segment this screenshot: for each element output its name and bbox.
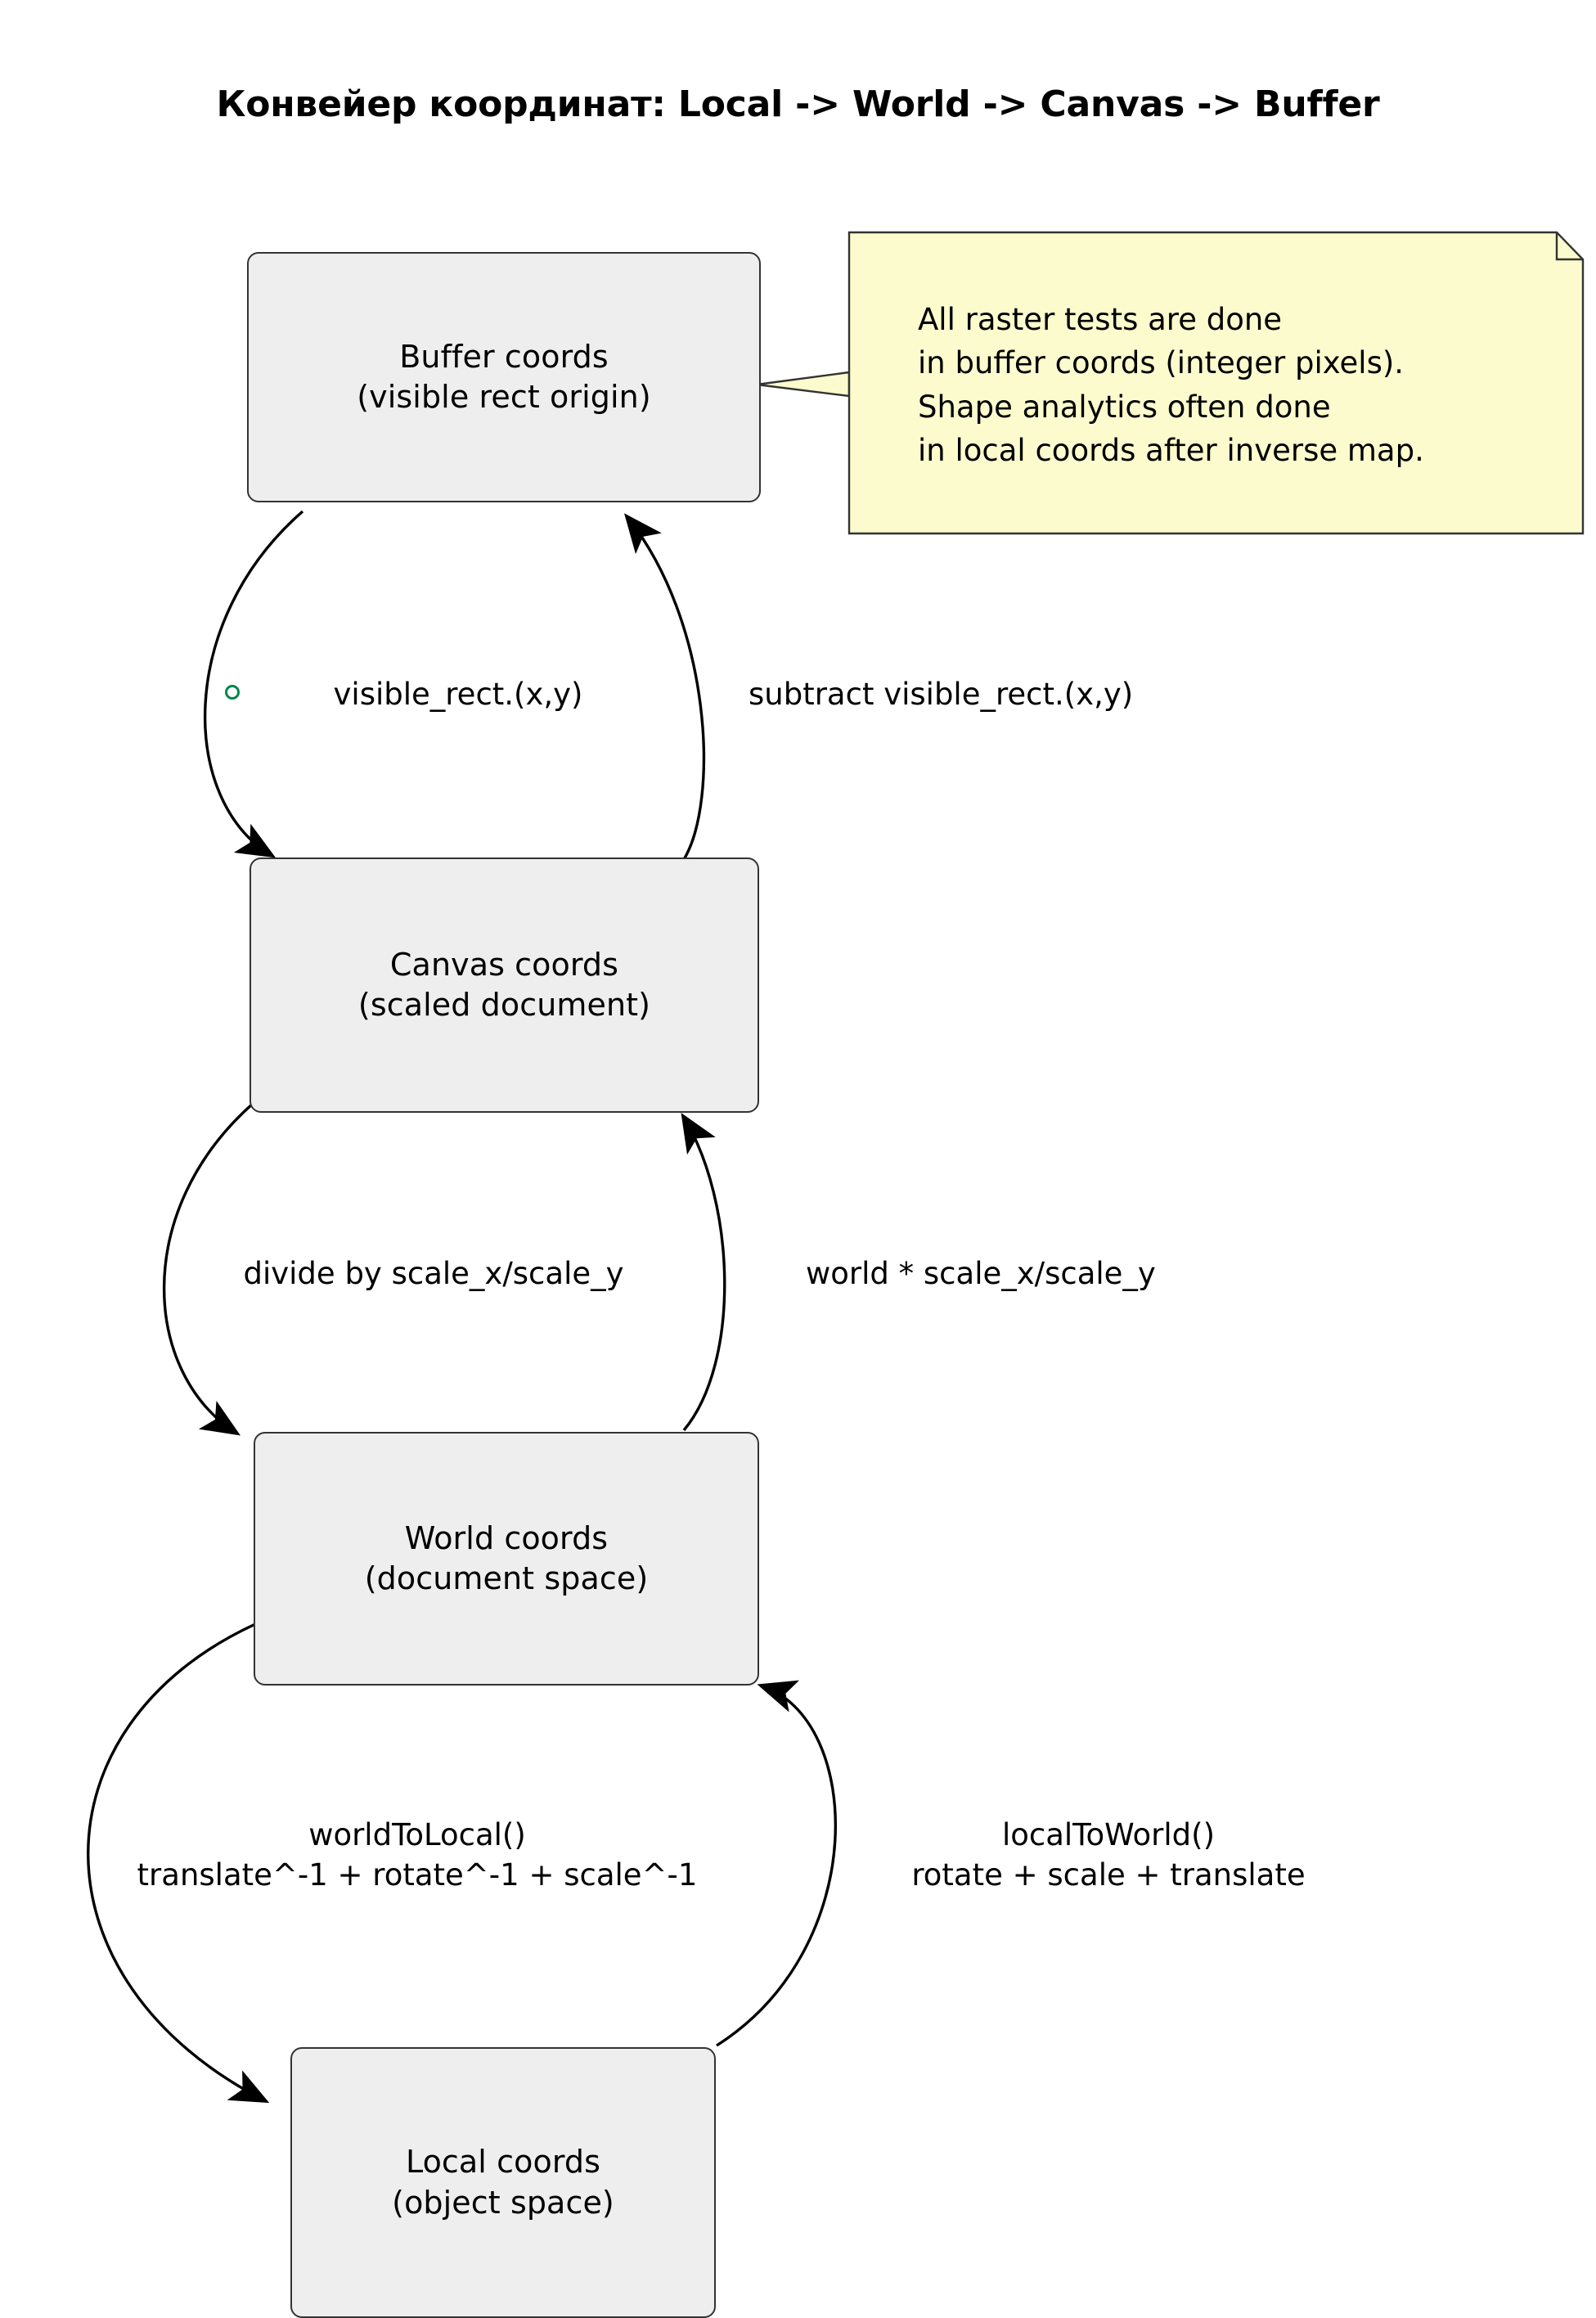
edge-label-local-to-world: localToWorld() rotate + scale + translat… (911, 1817, 1306, 1893)
edge-world-to-canvas (681, 1112, 726, 1432)
note-shape (847, 231, 1585, 535)
edge-world-to-local (87, 1623, 270, 2104)
node-buffer-coords[interactable]: Buffer coords (visible rect origin) (247, 252, 761, 502)
edge-local-to-world (716, 1680, 838, 2047)
node-canvas-coords-label: Canvas coords (scaled document) (357, 946, 651, 1023)
raster-note-text: All raster tests are done in buffer coor… (918, 302, 1424, 468)
edge-buffer-to-canvas (203, 510, 304, 858)
node-canvas-coords[interactable]: Canvas coords (scaled document) (250, 857, 759, 1113)
edge-label-canvas-to-buffer: subtract visible_rect.(x,y) (749, 677, 1134, 712)
green-circle-marker-icon (225, 685, 240, 700)
edge-label-canvas-to-world: divide by scale_x/scale_y (243, 1256, 624, 1291)
node-world-coords[interactable]: World coords (document space) (254, 1432, 759, 1686)
edge-label-buffer-to-canvas: visible_rect.(x,y) (333, 677, 583, 712)
edge-label-world-to-canvas: world * scale_x/scale_y (806, 1256, 1156, 1291)
edge-canvas-to-world (162, 1101, 255, 1436)
note-fold-icon (1555, 232, 1583, 261)
edge-label-world-to-local: worldToLocal() translate^-1 + rotate^-1 … (137, 1817, 698, 1893)
note-callout-tail (756, 371, 851, 398)
node-world-coords-label: World coords (document space) (364, 1519, 649, 1596)
node-buffer-coords-label: Buffer coords (visible rect origin) (357, 338, 651, 415)
edge-canvas-to-buffer (624, 513, 706, 862)
page-title: Конвейер координат: Local -> World -> Ca… (216, 83, 1380, 125)
node-local-coords-label: Local coords (object space) (392, 2144, 614, 2221)
node-local-coords[interactable]: Local coords (object space) (290, 2047, 716, 2318)
